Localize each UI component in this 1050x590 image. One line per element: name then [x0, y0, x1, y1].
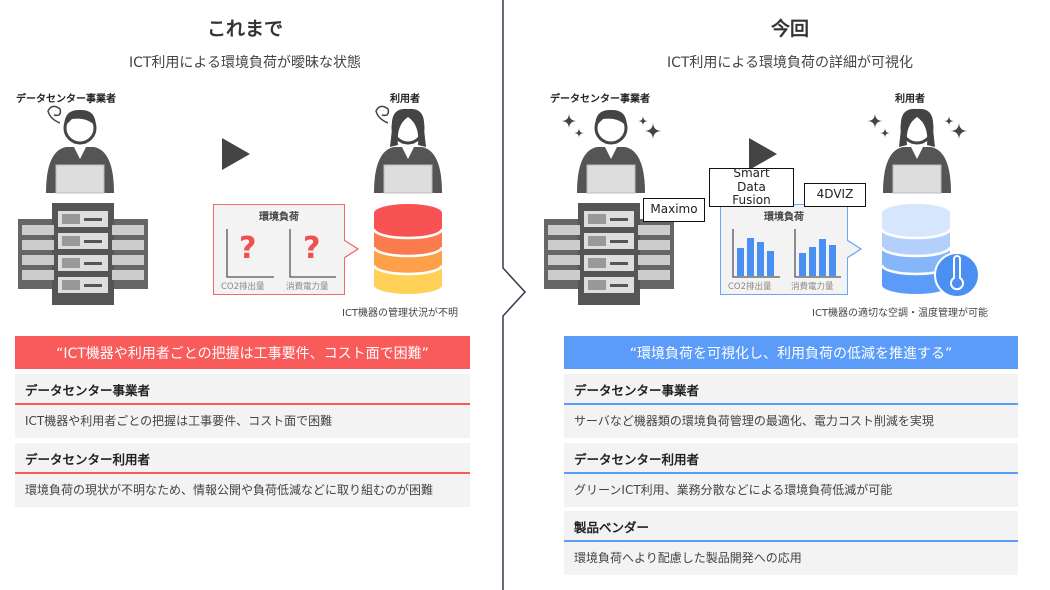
- database-warning-icon: [372, 204, 444, 294]
- card-body: グリーンICT利用、業務分散などによる環境負荷低減が可能: [574, 483, 893, 497]
- confused-operator-icon: [46, 105, 114, 194]
- before-operator-label: データセンター事業者: [16, 94, 116, 105]
- before-card-operator: データセンター事業者 ICT機器や利用者ごとの把握は工事要件、コスト面で困難: [15, 374, 470, 439]
- before-title: これまで: [206, 18, 283, 40]
- bar-graphs: [732, 229, 841, 278]
- after-user-label: 利用者: [895, 94, 925, 105]
- card-body: サーバなど機器類の環境負荷管理の最適化、電力コスト削減を実現: [574, 414, 934, 428]
- after-card-user: データセンター利用者 グリーンICT利用、業務分散などによる環境負荷低減が可能: [564, 443, 1018, 508]
- card-body: 環境負荷へより配慮した製品開発への応用: [574, 551, 802, 565]
- chart-title: 環境負荷: [764, 212, 804, 223]
- after-card-vendor: 製品ベンダー 環境負荷へより配慮した製品開発への応用: [564, 511, 1018, 576]
- speech-pointer: [847, 239, 863, 259]
- arrow-right-icon: [222, 138, 250, 170]
- card-heading: 製品ベンダー: [564, 511, 1018, 542]
- speech-pointer: [344, 239, 360, 259]
- card-heading: データセンター利用者: [15, 443, 470, 474]
- maximo-tag: Maximo: [643, 198, 705, 222]
- unknown-mark-icon: ?: [239, 231, 257, 266]
- 4dviz-tag: 4DVIZ: [804, 183, 866, 207]
- before-caption: ICT機器の管理状況が不明: [342, 308, 459, 319]
- after-banner: “環境負荷を可視化し、利用負荷の低減を推進する”: [564, 336, 1018, 369]
- axis-label-power: 消費電力量: [286, 282, 329, 292]
- after-operator-label: データセンター事業者: [550, 94, 650, 105]
- card-heading: データセンター利用者: [564, 443, 1018, 474]
- before-subtitle: ICT利用による環境負荷が曖昧な状態: [128, 55, 362, 71]
- server-rack-icon: [18, 203, 148, 305]
- smart-data-fusion-tag: Smart Data Fusion: [709, 166, 794, 207]
- happy-user-icon: [867, 108, 968, 194]
- after-subtitle: ICT利用による環境負荷の詳細が可視化: [666, 55, 914, 71]
- server-rack-icon: [544, 203, 674, 305]
- before-banner: “ICT機器や利用者ごとの把握は工事要件、コスト面で困難”: [15, 336, 470, 369]
- happy-operator-icon: [561, 109, 662, 194]
- card-heading: データセンター事業者: [564, 374, 1018, 405]
- after-load-chart: 環境負荷 CO2排出量 消費電力量: [720, 204, 848, 295]
- after-caption: ICT機器の適切な空調・温度管理が可能: [812, 308, 989, 319]
- database-thermometer-icon: [880, 204, 980, 298]
- card-body: 環境負荷の現状が不明なため、情報公開や負荷低減などに取り組むのが困難: [25, 483, 434, 497]
- unknown-mark-icon: ?: [303, 231, 321, 266]
- card-heading: データセンター事業者: [15, 374, 470, 405]
- chart-title: 環境負荷: [259, 212, 299, 223]
- confused-user-icon: [374, 105, 442, 194]
- after-card-operator: データセンター事業者 サーバなど機器類の環境負荷管理の最適化、電力コスト削減を実…: [564, 374, 1018, 439]
- axis-label-power: 消費電力量: [791, 282, 834, 292]
- axis-label-co2: CO2排出量: [221, 282, 265, 292]
- after-title: 今回: [770, 18, 809, 40]
- axis-label-co2: CO2排出量: [728, 282, 772, 292]
- arrow-right-icon: [749, 138, 777, 170]
- before-card-user: データセンター利用者 環境負荷の現状が不明なため、情報公開や負荷低減などに取り組…: [15, 443, 470, 508]
- before-user-label: 利用者: [390, 94, 420, 105]
- before-load-chart: 環境負荷 ? ? CO2排出量 消費電力量: [213, 204, 345, 295]
- card-body: ICT機器や利用者ごとの把握は工事要件、コスト面で困難: [25, 414, 333, 428]
- divider-chevron: [502, 0, 527, 590]
